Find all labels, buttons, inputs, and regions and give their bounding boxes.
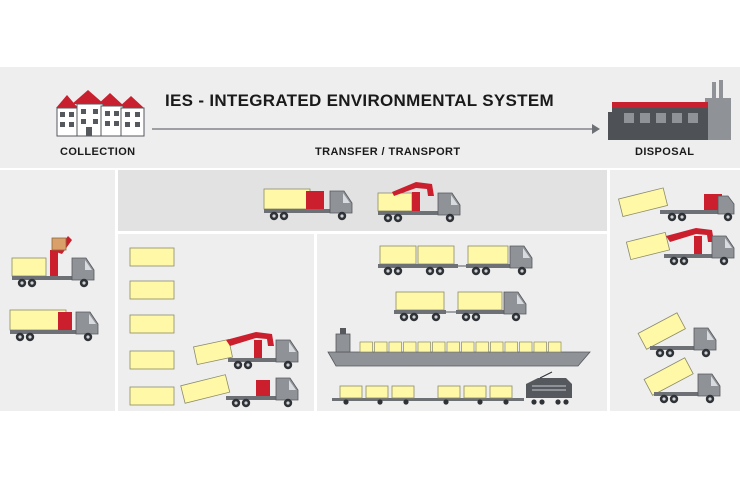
ship-container [403,341,417,353]
title-prefix: IES [165,91,194,110]
collection-houses-icon [56,90,145,137]
ship-container [446,341,460,353]
ship-container [533,341,547,353]
freight-train [332,371,572,405]
tipper-truck-disposal-1 [637,312,717,358]
transfer-label: TRANSFER / TRANSPORT [315,146,461,158]
road-train-three [378,245,533,276]
ship-container [475,341,489,353]
disposal-label: DISPOSAL [635,146,695,158]
ship-container [548,341,562,353]
hooklift-truck-disposal-1 [618,187,735,222]
cargo-ship [327,328,591,367]
ship-container [359,341,373,353]
crane-truck-disposal [625,228,735,266]
transfer-top-panel [118,170,607,231]
tipper-truck-disposal-2 [643,357,721,404]
ship-container [388,341,402,353]
road-train-two [394,291,527,322]
ship-container [490,341,504,353]
page-title: IES - INTEGRATED ENVIRONMENTAL SYSTEM [165,91,554,111]
hooklift-truck-transfer [263,188,353,221]
hooklift-truck-tipping [180,374,299,408]
ship-container [417,341,431,353]
collection-panel [0,170,115,411]
ship-container [374,341,388,353]
ship-container [432,341,446,353]
title-rest: - INTEGRATED ENVIRONMENTAL SYSTEM [193,91,554,110]
container-stack [129,247,175,406]
hooklift-truck-collection [9,309,99,342]
crane-truck-transfer [377,182,461,223]
ship-container [461,341,475,353]
collection-label: COLLECTION [60,146,136,158]
ship-containers [359,341,562,353]
crane-truck-unloading [193,332,299,370]
crane-truck-collection [11,236,95,288]
ship-container [504,341,518,353]
ship-container [519,341,533,353]
transfer-arrow [152,124,600,134]
disposal-plant-icon [608,80,731,140]
